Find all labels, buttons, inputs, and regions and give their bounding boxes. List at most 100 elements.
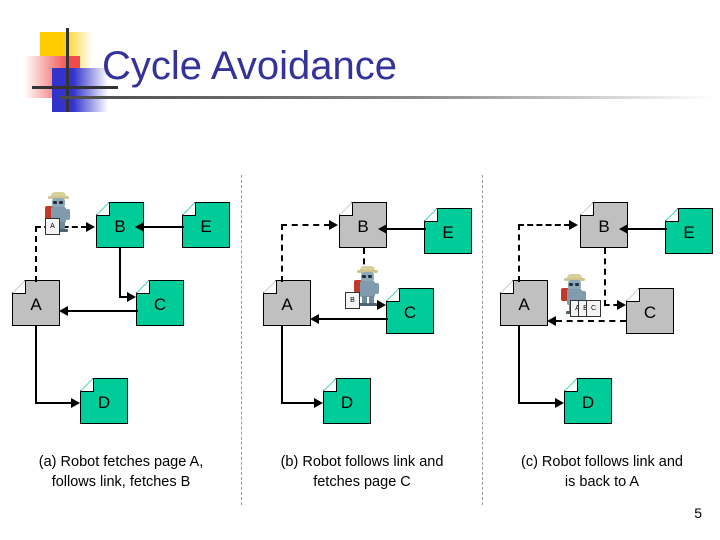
caption-c-line-2: is back to A [564,474,640,490]
document-a[interactable]: A [12,280,60,326]
robot-icon [351,266,385,306]
document-label: A [281,295,293,314]
robot-leg-left [362,296,367,305]
link-c-to-a-segment [319,318,388,320]
link-e-to-b-segment [144,226,184,228]
robot-backpack [45,206,53,219]
robot-leg-right [60,222,65,231]
logo-horizontal-line [32,86,118,89]
robot-hat-brim [48,196,69,199]
link-a-to-b-segment-v [518,224,520,282]
robot-hat-brim [564,278,585,281]
robot-arm [580,291,586,302]
panel-divider-1 [241,175,242,505]
link-a-to-b-arrowhead [569,220,578,230]
robot-hat [51,192,66,197]
document-label: A [518,295,530,314]
link-a-to-d-segment-h [518,402,557,404]
document-d[interactable]: D [323,378,371,424]
robot-backpack [354,280,362,293]
document-label: C [643,303,657,322]
document-label: D [581,393,595,412]
robot-head [52,198,65,208]
link-b-to-c-arrowhead [377,300,386,310]
logo-vertical-line [66,28,69,112]
robot-hat-brim [357,270,378,273]
document-label: E [200,217,212,236]
link-b-to-c-segment-v [119,248,121,298]
link-a-to-b-arrowhead [329,220,338,230]
link-e-to-b-segment [387,228,426,230]
document-a[interactable]: A [500,280,548,326]
link-a-to-d-segment-v [281,326,283,404]
link-a-to-b-arrowhead [86,222,95,232]
link-c-to-a-arrowhead [59,306,68,316]
document-b[interactable]: B [339,202,387,248]
robot-hat [360,266,375,271]
link-c-to-a-segment [68,310,138,312]
robot-eye-left [53,201,57,204]
link-a-to-d-arrowhead [71,398,80,408]
robot-foot-right [59,229,68,232]
link-b-to-c-arrowhead [617,300,626,310]
panel-divider-2 [482,175,483,505]
link-a-to-b-segment-h [281,224,330,226]
robot-eye-right [59,201,63,204]
document-label: B [357,217,369,236]
robot-eye-left [569,283,573,286]
document-e[interactable]: E [182,202,230,248]
link-c-to-a-arrowhead [310,314,319,324]
link-a-to-d-segment-h [281,402,316,404]
document-e[interactable]: E [665,208,713,254]
document-d[interactable]: D [564,378,612,424]
link-b-to-c-segment-v [604,248,606,306]
link-e-to-b-segment [628,228,667,230]
document-label: E [683,223,695,242]
link-e-to-b-arrowhead [619,224,628,234]
link-a-to-d-segment-h [35,402,73,404]
document-c[interactable]: C [136,280,184,326]
robot-arm [373,283,379,294]
link-a-to-d-arrowhead [555,398,564,408]
document-a[interactable]: A [263,280,311,326]
link-a-to-d-arrowhead [314,398,323,408]
document-c[interactable]: C [386,288,434,334]
link-a-to-b-segment-v [35,226,37,282]
caption-c-line-1: (c) Robot follows link and [521,454,683,470]
panel-a: A B C D E [0,170,241,510]
link-b-to-c-segment-h [119,296,129,298]
robot-foot-right [368,303,377,306]
document-label: C [403,303,417,322]
caption-b-line-2: fetches page C [313,474,411,490]
robot-leg-right [369,296,374,305]
page-number: 5 [694,505,702,521]
caption-a: (a) Robot fetches page A, follows link, … [2,452,240,492]
link-a-to-b-segment-h [518,224,570,226]
robot-carried-page-b: B [345,292,360,309]
robot-arm [64,209,70,220]
powerpoint-template-logo [24,28,120,112]
caption-c: (c) Robot follows link and is back to A [484,452,720,492]
link-a-to-b-segment-v [281,224,283,282]
document-e[interactable]: E [424,208,472,254]
document-label: D [340,393,354,412]
document-label: C [153,295,167,314]
robot-hat [567,274,582,279]
link-c-to-a-arrowhead [547,316,556,326]
robot-head [361,272,374,282]
document-d[interactable]: D [80,378,128,424]
document-c[interactable]: C [626,288,674,334]
panel-c: A B C D E [482,170,720,510]
document-label: E [442,223,454,242]
caption-b-line-1: (b) Robot follows link and [280,454,444,470]
document-label: D [97,393,111,412]
robot-eye-right [368,275,372,278]
link-e-to-b-arrowhead [135,222,144,232]
caption-a-line-2: follows link, fetches B [51,474,191,490]
document-label: B [598,217,610,236]
caption-a-line-1: (a) Robot fetches page A, [38,454,204,470]
page-title: Cycle Avoidance [102,44,397,88]
robot-foot-left [359,303,368,306]
document-label: B [114,217,126,236]
